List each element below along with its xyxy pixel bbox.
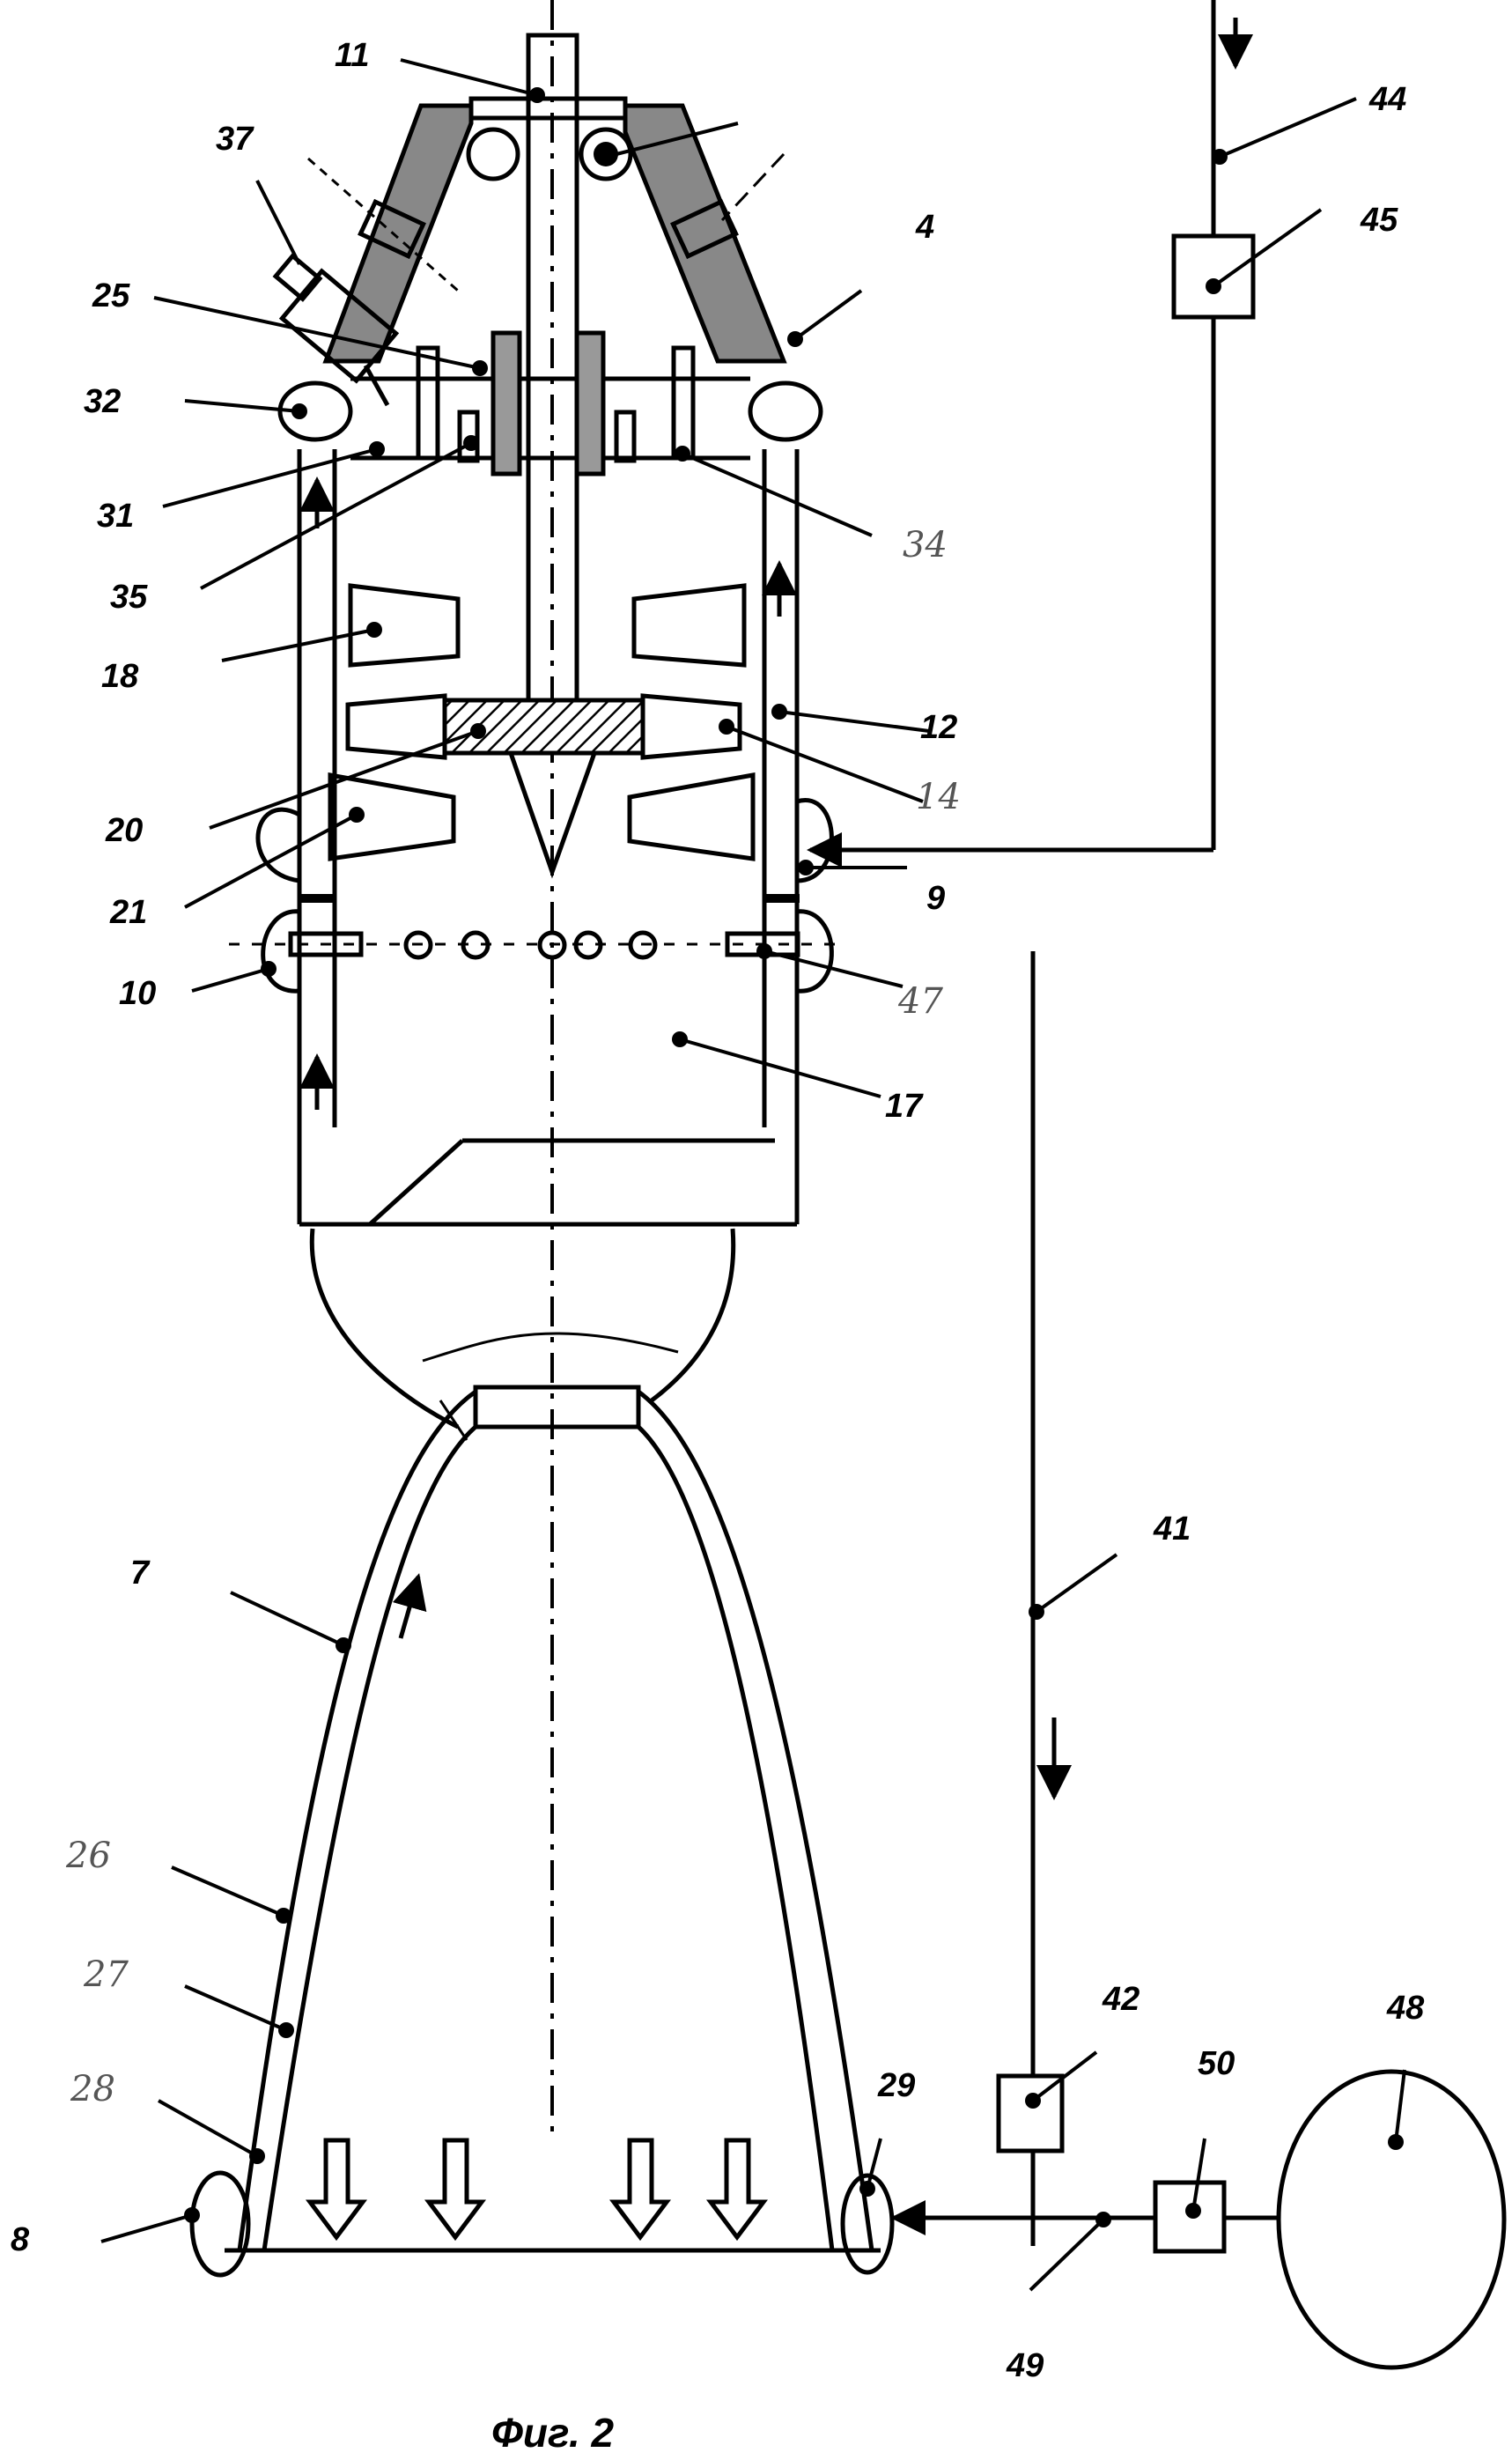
nozzle [189, 1389, 895, 2278]
exhaust-arrows [306, 2138, 768, 2242]
label-45: 45 [1360, 202, 1398, 239]
label-50: 50 [1198, 2045, 1235, 2082]
label-35: 35 [110, 579, 148, 616]
supply-lines [807, 0, 1507, 2370]
label-21: 21 [109, 894, 147, 931]
label-10: 10 [119, 975, 156, 1012]
label-14: 14 [916, 777, 961, 817]
label-47: 47 [897, 981, 943, 1022]
part-labels: 11 37 4 44 45 25 32 31 34 35 18 12 14 20… [11, 37, 1425, 2384]
label-12: 12 [920, 709, 957, 746]
label-48: 48 [1386, 1990, 1425, 2027]
label-11: 11 [335, 37, 369, 74]
label-8: 8 [11, 2221, 30, 2258]
label-17: 17 [885, 1088, 924, 1125]
label-31: 31 [97, 498, 134, 535]
label-26: 26 [65, 1836, 111, 1876]
label-37: 37 [216, 121, 254, 158]
figure-caption: Фиг. 2 [491, 2410, 615, 2456]
label-41: 41 [1153, 1511, 1191, 1548]
label-9: 9 [926, 880, 945, 917]
label-27: 27 [83, 1954, 129, 1995]
label-20: 20 [105, 812, 143, 849]
combustion-chamber [229, 449, 841, 1429]
label-42: 42 [1102, 1981, 1140, 2018]
label-49: 49 [1006, 2347, 1044, 2384]
label-4: 4 [915, 209, 934, 246]
leader-lines [100, 58, 1406, 2292]
label-18: 18 [101, 658, 139, 695]
label-29: 29 [877, 2067, 915, 2104]
label-34: 34 [903, 525, 948, 565]
turbopump-frame [255, 33, 823, 751]
label-25: 25 [92, 277, 130, 314]
label-28: 28 [70, 2069, 115, 2109]
label-32: 32 [84, 383, 121, 420]
label-44: 44 [1368, 81, 1406, 118]
label-7: 7 [130, 1555, 151, 1592]
